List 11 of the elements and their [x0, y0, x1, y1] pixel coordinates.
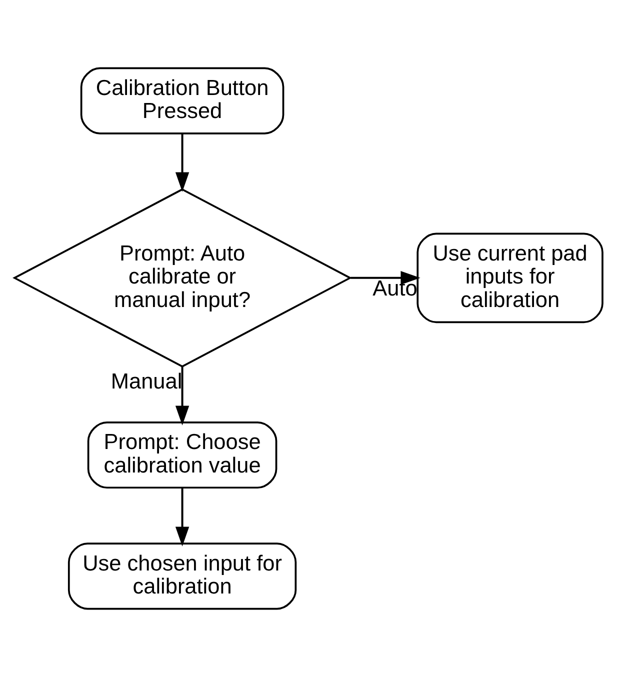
node-box: Use current pad inputs for calibration [416, 232, 604, 324]
arrow [175, 488, 190, 546]
edge-label: Manual [110, 368, 182, 394]
node-diamond: Prompt: Auto calibrate or manual input? [12, 188, 352, 368]
edge-label: Auto [372, 275, 418, 300]
node-box: Use chosen input for calibration [68, 542, 297, 610]
arrow [350, 271, 420, 285]
node-box: Prompt: Choose calibration value [87, 421, 278, 489]
arrow [175, 366, 190, 426]
node-box: Calibration Button Pressed [80, 67, 284, 134]
arrow [175, 133, 190, 192]
